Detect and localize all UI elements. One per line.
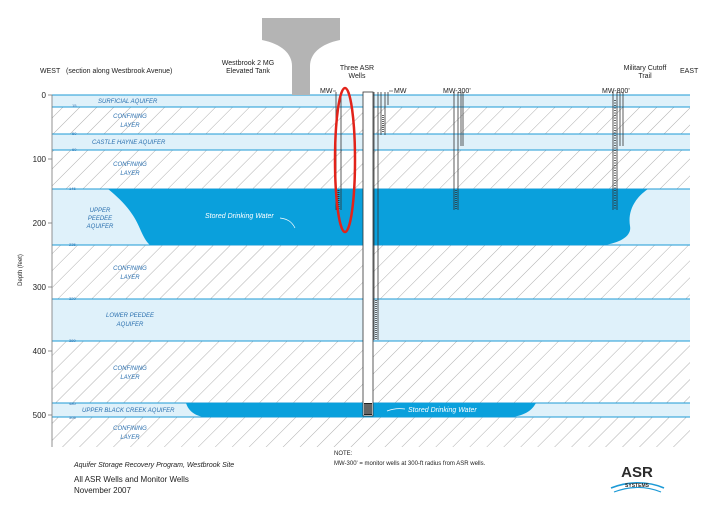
label-confining-2a: CONFINING <box>113 162 147 168</box>
label-confining-2b: LAYER <box>120 171 140 177</box>
stored-water-label-2: Stored Drinking Water <box>408 407 477 414</box>
military-label-1: Military Cutoff <box>624 65 667 72</box>
layer-confining-5 <box>52 417 690 447</box>
tick-0: 0 <box>42 91 47 100</box>
label-confining-1a: CONFINING <box>113 114 147 120</box>
label-confining-4a: CONFINING <box>113 366 147 372</box>
east-label: EAST <box>680 68 699 75</box>
label-confining-1b: LAYER <box>120 123 140 129</box>
footer-title: All ASR Wells and Monitor Wells <box>74 475 189 484</box>
label-confining-5b: LAYER <box>120 435 140 441</box>
note-text: MW-300' = monitor wells at 300-ft radius… <box>334 461 486 467</box>
svg-text:ASR: ASR <box>621 464 653 481</box>
mw-right-label: MW <box>394 88 407 95</box>
depth-235: 235 <box>69 242 76 247</box>
tick-300: 300 <box>33 283 47 292</box>
depth-15: 15 <box>72 103 77 108</box>
stored-water-label-1: Stored Drinking Water <box>205 213 274 220</box>
footer-date: November 2007 <box>74 486 131 495</box>
asr-wells-label-2: Wells <box>349 73 366 80</box>
elevated-tank <box>262 18 340 95</box>
tick-200: 200 <box>33 219 47 228</box>
label-castle-hayne: CASTLE HAYNE AQUIFER <box>92 140 166 146</box>
asr-wells-label-1: Three ASR <box>340 65 374 72</box>
footer-program: Aquifer Storage Recovery Program, Westbr… <box>73 462 234 469</box>
military-label-2: Trail <box>638 73 652 80</box>
asr-systems-logo: ASR SYSTEMS <box>610 464 665 493</box>
stored-water-black-creek <box>186 403 536 417</box>
monitor-well-800 <box>612 92 624 210</box>
mw-left-label: MW <box>320 88 333 95</box>
depth-50: 50 <box>72 131 77 136</box>
label-confining-4b: LAYER <box>120 375 140 381</box>
west-label: WEST <box>40 68 61 75</box>
label-upper-peedee-1: UPPER <box>90 208 111 214</box>
tank-label-2: Elevated Tank <box>226 68 270 75</box>
depth-480: 480 <box>69 401 76 406</box>
axis-label: Depth (feet) <box>18 254 24 286</box>
note-title: NOTE: <box>334 451 353 457</box>
depth-145: 145 <box>69 186 76 191</box>
tank-label-1: Westbrook 2 MG <box>222 60 274 67</box>
monitor-well-right <box>380 92 389 135</box>
label-lower-peedee-2: AQUIFER <box>116 322 144 328</box>
label-confining-3a: CONFINING <box>113 266 147 272</box>
highlight-ellipse <box>333 86 357 234</box>
svg-text:SYSTEMS: SYSTEMS <box>625 483 650 489</box>
depth-505: 505 <box>69 415 76 420</box>
mw800-label: MW-800' <box>602 88 630 95</box>
label-upper-peedee-3: AQUIFER <box>86 224 114 230</box>
depth-320: 320 <box>69 296 76 301</box>
label-black-creek: UPPER BLACK CREEK AQUIFER <box>82 408 175 414</box>
label-lower-peedee-1: LOWER PEEDEE <box>106 313 155 319</box>
depth-380: 380 <box>69 338 76 343</box>
depth-60: 60 <box>72 147 77 152</box>
tick-500: 500 <box>33 411 47 420</box>
asr-well <box>362 91 379 417</box>
tick-400: 400 <box>33 347 47 356</box>
depth-ticks <box>48 94 52 416</box>
label-surficial: SURFICIAL AQUIFER <box>98 99 158 105</box>
mw300-label: MW-300' <box>443 88 471 95</box>
monitor-well-300 <box>453 92 464 210</box>
label-upper-peedee-2: PEEDEE <box>88 216 113 222</box>
section-label: (section along Westbrook Avenue) <box>66 68 172 75</box>
tick-100: 100 <box>33 155 47 164</box>
label-confining-3b: LAYER <box>120 275 140 281</box>
label-confining-5a: CONFINING <box>113 426 147 432</box>
